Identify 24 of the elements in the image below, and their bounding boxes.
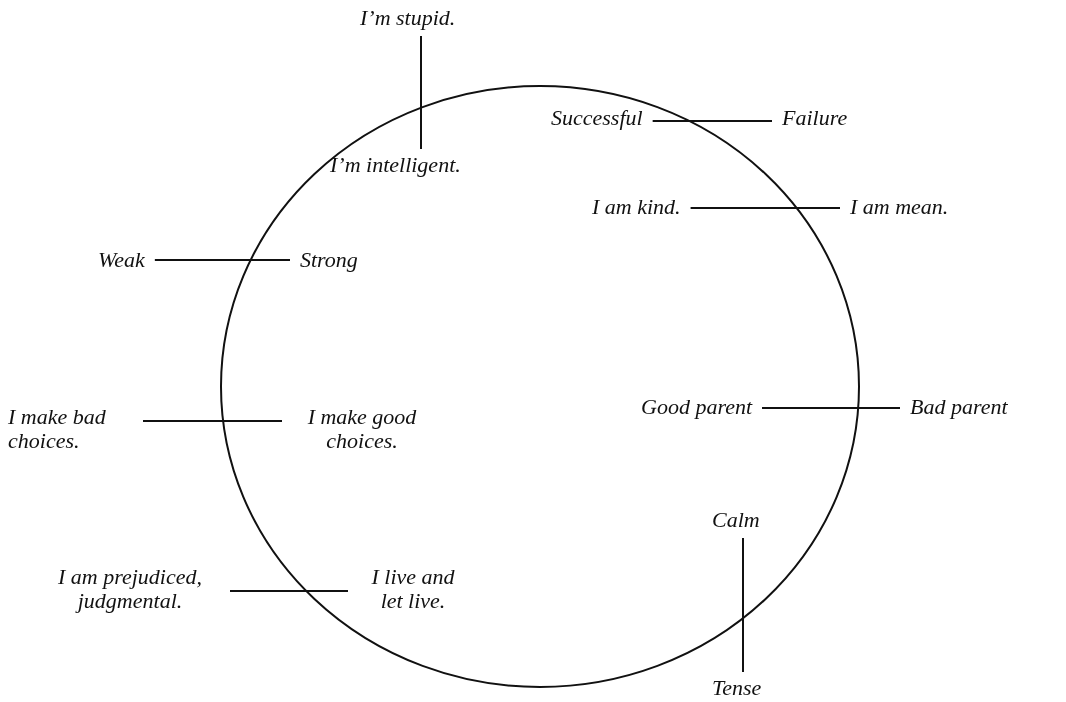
label-text: I live and let live. [358, 565, 468, 613]
label-text: I make good choices. [292, 405, 432, 453]
label-text: I am kind. [592, 195, 681, 219]
label-text: Bad parent [910, 395, 1008, 419]
connector-line [761, 407, 901, 409]
label-text: I make bad choices. [8, 405, 133, 453]
label-text: Failure [782, 106, 848, 130]
connector-line [420, 35, 422, 150]
connector-line [229, 590, 349, 592]
label-text: Calm [712, 508, 760, 532]
label-text: Good parent [641, 395, 752, 419]
label-text: Strong [300, 248, 358, 272]
connector-line [142, 420, 283, 422]
label-text: I am prejudiced, judgmental. [40, 565, 220, 613]
label-text: Weak [98, 248, 145, 272]
connector-line [689, 207, 841, 209]
connector-line [153, 259, 291, 261]
label-text: Successful [551, 106, 643, 130]
label-text: I’m intelligent. [330, 153, 461, 177]
connector-line [742, 537, 744, 673]
label-text: I am mean. [850, 195, 949, 219]
connector-line [651, 120, 773, 122]
label-text: I’m stupid. [360, 6, 456, 30]
label-text: Tense [712, 676, 762, 700]
